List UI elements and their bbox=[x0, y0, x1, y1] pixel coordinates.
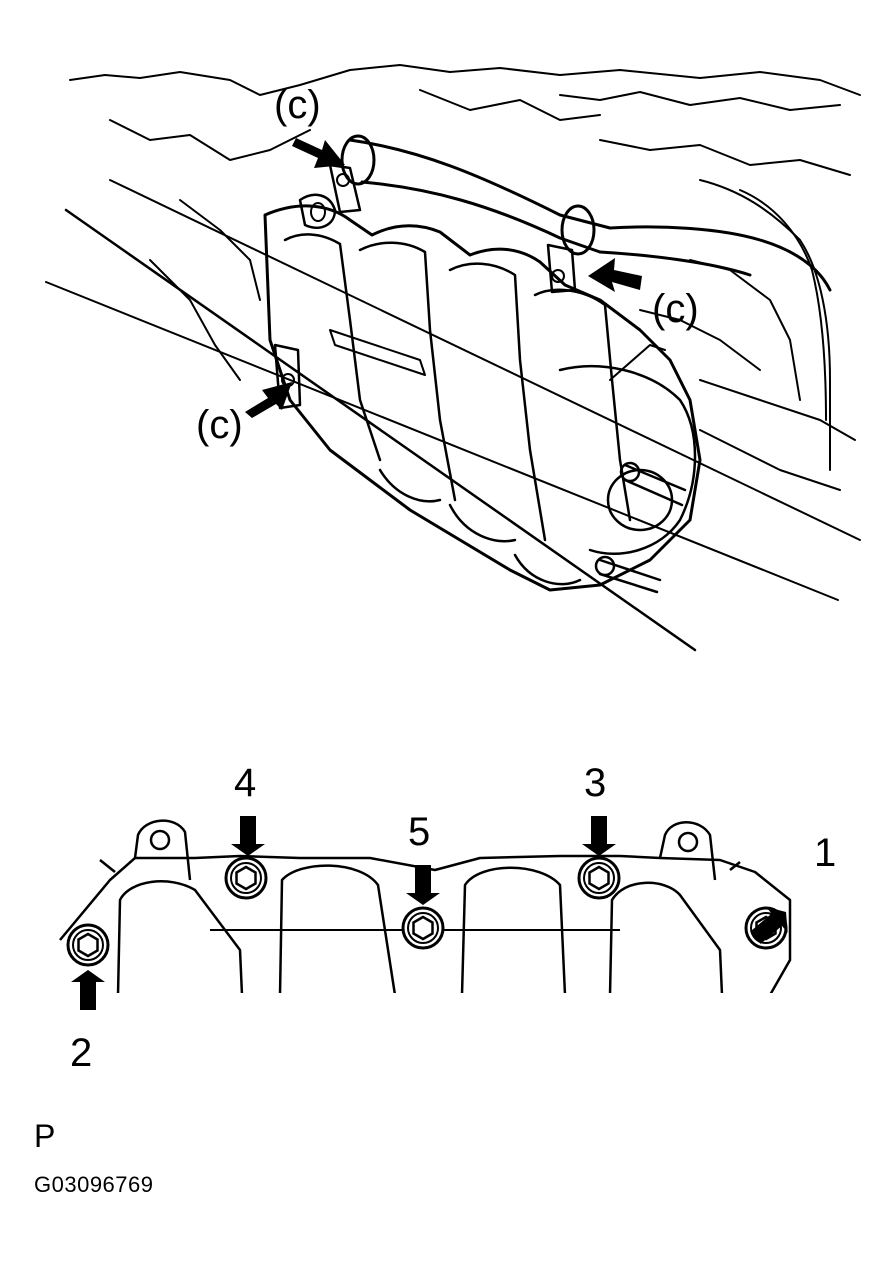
arrow-icon bbox=[588, 258, 642, 292]
view-code: P bbox=[34, 1118, 56, 1154]
bolt-order-4: 4 bbox=[234, 761, 256, 805]
arrow-icon bbox=[750, 906, 788, 944]
engine-illustration bbox=[45, 64, 861, 652]
bolt-order-1: 1 bbox=[814, 831, 836, 875]
figure-id: G03096769 bbox=[34, 1172, 154, 1197]
manifold-flange-outline bbox=[59, 819, 800, 997]
bolt-order-2: 2 bbox=[70, 1031, 92, 1075]
bolt-icon-2 bbox=[66, 923, 110, 967]
bolt-icon-3 bbox=[577, 856, 621, 900]
callout-label-right: (c) bbox=[652, 287, 699, 331]
bolt-order-5: 5 bbox=[408, 810, 430, 854]
bolt-icon-4 bbox=[224, 856, 268, 900]
bolt-icon-5 bbox=[401, 906, 445, 950]
callout-label-left: (c) bbox=[196, 403, 243, 447]
arrow-icon bbox=[292, 138, 345, 168]
arrow-icon bbox=[231, 816, 265, 856]
arrow-icon bbox=[245, 382, 292, 418]
callout-label-top-left: (c) bbox=[274, 83, 321, 127]
bolt-order-3: 3 bbox=[584, 761, 606, 805]
arrow-icon bbox=[582, 816, 616, 856]
arrow-icon bbox=[71, 970, 105, 1010]
